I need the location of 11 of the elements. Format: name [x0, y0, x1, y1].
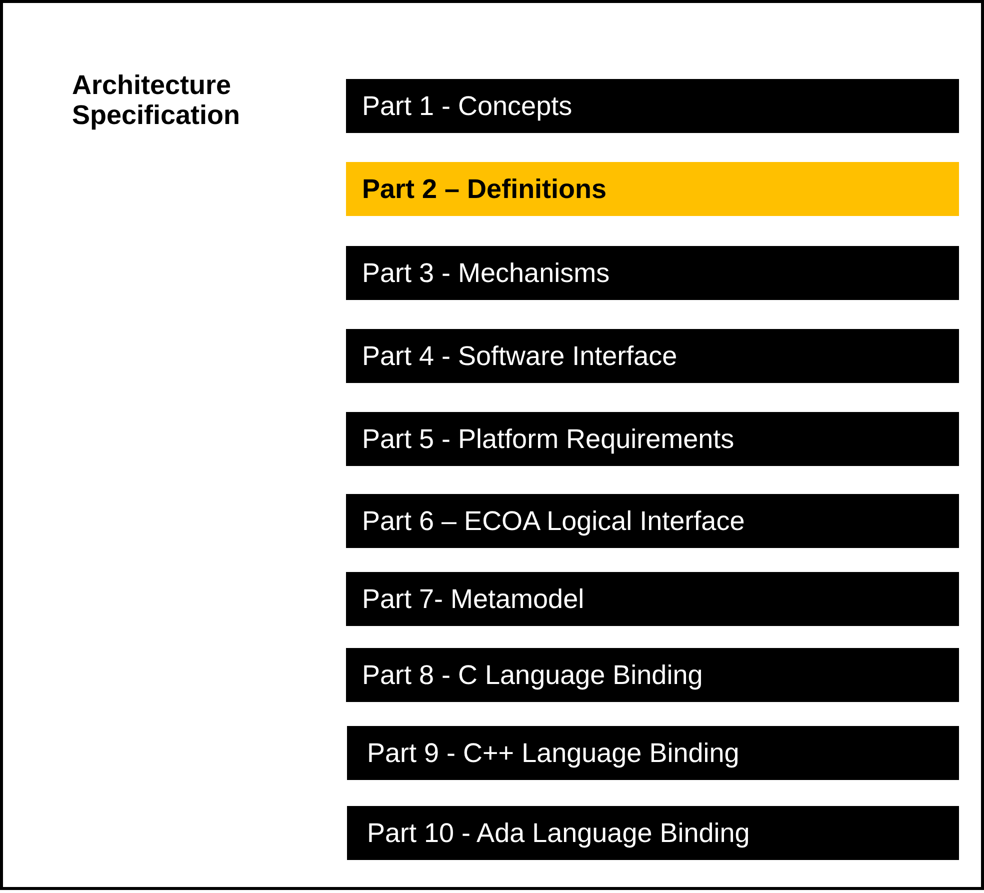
part-bar: Part 5 - Platform Requirements [346, 412, 959, 466]
part-bar: Part 8 - C Language Binding [346, 648, 959, 702]
part-bar: Part 1 - Concepts [346, 79, 959, 133]
part-bar: Part 10 - Ada Language Binding [347, 806, 959, 860]
part-bar: Part 4 - Software Interface [346, 329, 959, 383]
section-heading: Architecture Specification [72, 70, 242, 130]
part-bar: Part 7- Metamodel [346, 572, 959, 626]
highlighted-part-bar: Part 2 – Definitions [346, 162, 959, 216]
part-bar: Part 3 - Mechanisms [346, 246, 959, 300]
part-bar: Part 9 - C++ Language Binding [347, 726, 959, 780]
part-bar: Part 6 – ECOA Logical Interface [346, 494, 959, 548]
